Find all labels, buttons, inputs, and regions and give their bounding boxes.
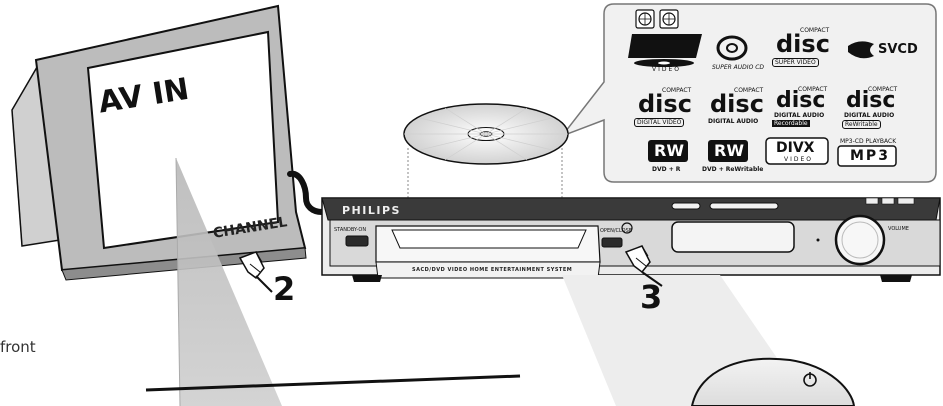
divx-text: DIVX bbox=[776, 140, 815, 156]
av-cable bbox=[287, 170, 325, 215]
cdr-disc-word: disc bbox=[776, 88, 826, 113]
step-3-number: 3 bbox=[640, 278, 663, 316]
vcd-sub: DIGITAL VIDEO bbox=[634, 118, 685, 127]
bottom-arrow-line bbox=[145, 374, 521, 392]
cdrw-disc-word: disc bbox=[846, 88, 896, 113]
cdrw-compact: COMPACT bbox=[868, 86, 898, 93]
cdda-disc-word: disc bbox=[710, 90, 764, 118]
open-close-label: OPEN/CLOSE bbox=[600, 228, 632, 234]
volume-knob bbox=[834, 214, 886, 266]
divx-sub: VIDEO bbox=[784, 156, 814, 163]
hand-2 bbox=[238, 251, 273, 293]
remote-control bbox=[562, 275, 856, 406]
side-text-front: front bbox=[0, 338, 36, 356]
divx-logo bbox=[765, 137, 829, 165]
cdda-compact: COMPACT bbox=[734, 87, 764, 94]
dvd-video-text: VIDEO bbox=[652, 66, 682, 73]
sacd-logo bbox=[716, 35, 748, 61]
mp3-logo bbox=[837, 145, 897, 167]
rw1-caption: DVD + R bbox=[652, 166, 681, 173]
cdr-sub1: DIGITAL AUDIO bbox=[774, 112, 825, 119]
logo-region-icons bbox=[635, 9, 679, 29]
dvd-logo bbox=[628, 34, 702, 67]
rw2-caption: DVD + ReWritable bbox=[702, 166, 764, 173]
brand-label: PHILIPS bbox=[342, 204, 401, 217]
tv-beam bbox=[176, 158, 282, 406]
mp3-header: MP3-CD PLAYBACK bbox=[840, 138, 897, 145]
svcd-disc-word: disc bbox=[776, 30, 830, 58]
rw1-text: RW bbox=[654, 141, 684, 160]
rw-logo-1 bbox=[648, 140, 688, 162]
hand-3 bbox=[624, 245, 663, 287]
cdrw-sub1: DIGITAL AUDIO bbox=[844, 112, 895, 119]
step-2-number: 2 bbox=[273, 270, 296, 308]
svcd-sub: SUPER VIDEO bbox=[772, 58, 819, 67]
television bbox=[11, 4, 325, 281]
dvd-player bbox=[321, 197, 941, 282]
vcd-disc-word: disc bbox=[638, 90, 692, 118]
tray-caption: SACD/DVD VIDEO HOME ENTERTAINMENT SYSTEM bbox=[412, 267, 573, 273]
tv-screen bbox=[86, 30, 280, 250]
volume-label: VOLUME bbox=[888, 226, 909, 232]
svcd-compact: COMPACT bbox=[800, 27, 830, 34]
standby-label: STANDBY-ON bbox=[334, 227, 367, 233]
cdda-sub: DIGITAL AUDIO bbox=[708, 118, 759, 125]
rw-logo-2 bbox=[708, 140, 748, 162]
cdr-compact: COMPACT bbox=[798, 86, 828, 93]
cdrw-sub2: ReWritable bbox=[842, 120, 881, 129]
svcd-logo bbox=[848, 41, 874, 59]
mp3-text: MP3 bbox=[850, 148, 890, 164]
sacd-text: SUPER AUDIO CD bbox=[712, 64, 765, 71]
vcd-compact: COMPACT bbox=[662, 87, 692, 94]
cdr-sub2: Recordable bbox=[772, 120, 810, 127]
disc bbox=[403, 103, 569, 208]
svcd-right: SVCD bbox=[878, 42, 918, 57]
rw2-text: RW bbox=[714, 141, 744, 160]
